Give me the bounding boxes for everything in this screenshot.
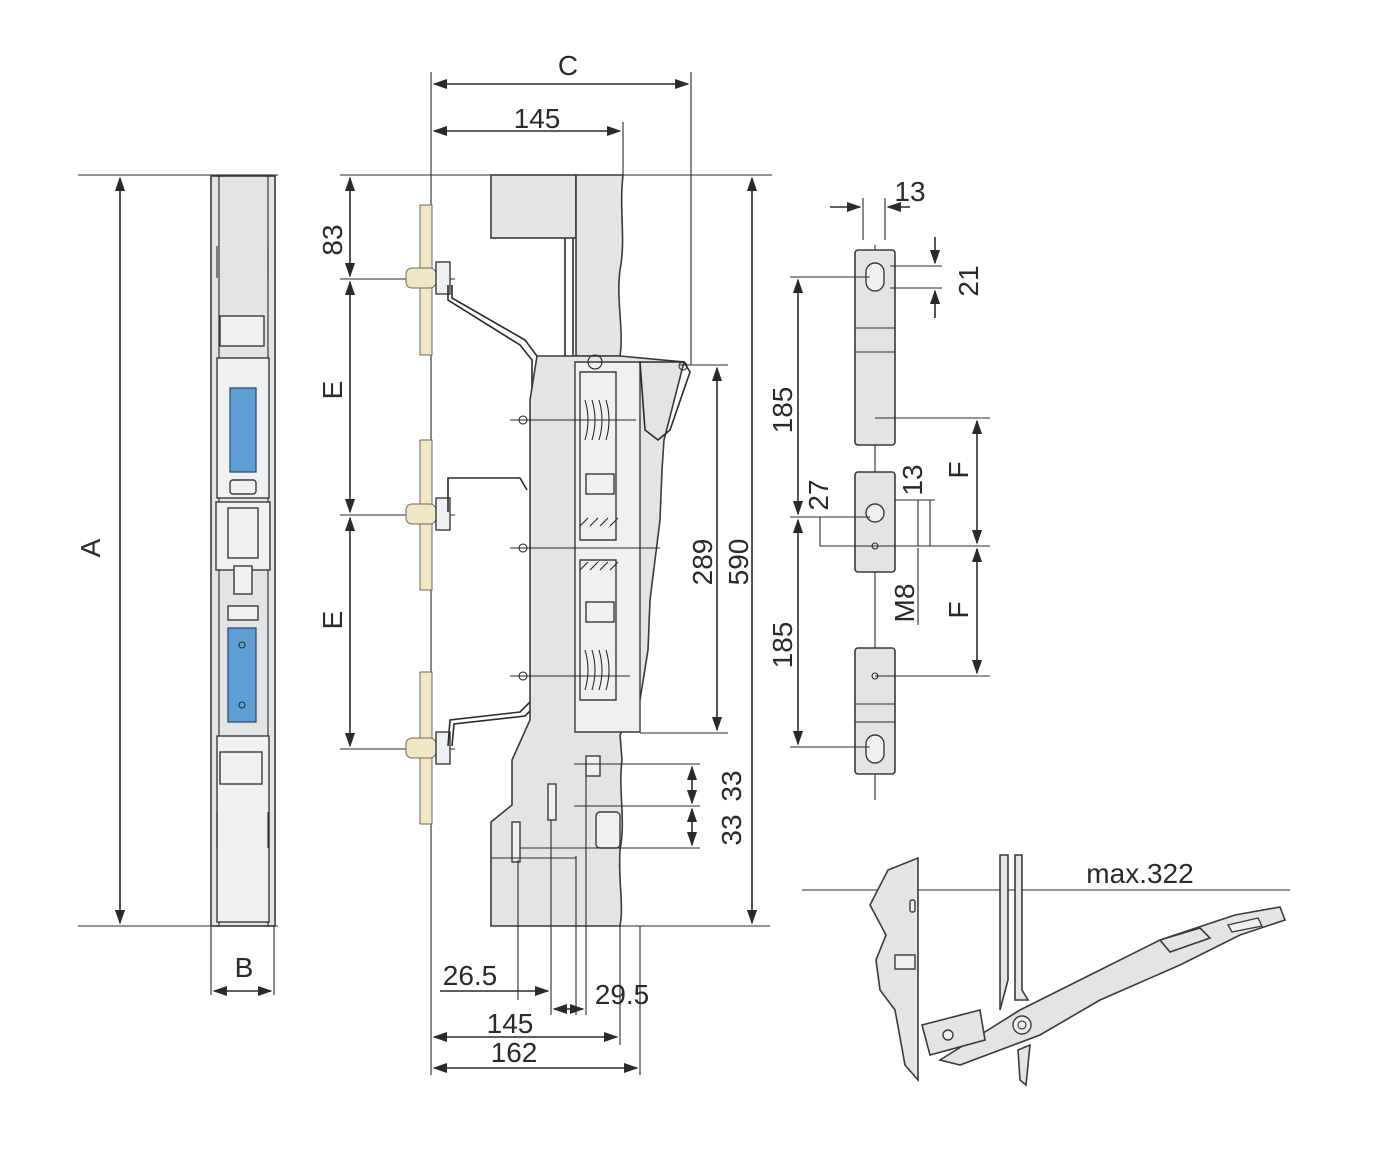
label-21: 21 xyxy=(953,265,984,296)
lower-mounting-plate xyxy=(854,647,896,775)
label-c: C xyxy=(558,50,578,81)
label-13-top: 13 xyxy=(894,176,925,207)
label-185-upper: 185 xyxy=(767,387,798,434)
top-cover-block xyxy=(490,174,577,239)
label-f-upper: F xyxy=(943,461,974,478)
label-29-5: 29.5 xyxy=(595,979,650,1010)
open-position-view: max.322 xyxy=(802,854,1290,1087)
lower-blue-window xyxy=(227,627,257,723)
label-max-322: max.322 xyxy=(1086,858,1193,889)
label-185-lower: 185 xyxy=(767,622,798,669)
label-33-upper: 33 xyxy=(716,770,747,801)
label-289: 289 xyxy=(687,539,718,586)
mounting-detail-view: 13 21 185 185 F F 27 xyxy=(767,176,990,800)
base-plate-profile xyxy=(869,856,919,1083)
label-e-lower: E xyxy=(317,611,348,630)
busbar-rails xyxy=(405,204,451,825)
label-145-bottom: 145 xyxy=(487,1008,534,1039)
label-m8: M8 xyxy=(889,584,920,623)
upper-blue-window xyxy=(229,387,257,473)
front-view: A B xyxy=(75,174,278,997)
label-a: A xyxy=(75,538,106,557)
label-162: 162 xyxy=(491,1037,538,1068)
label-145-top: 145 xyxy=(514,103,561,134)
label-27: 27 xyxy=(803,479,834,510)
label-33-lower: 33 xyxy=(716,814,747,845)
label-13-side: 13 xyxy=(897,464,928,495)
label-e-upper: E xyxy=(317,381,348,400)
label-590: 590 xyxy=(723,539,754,586)
side-view: C 145 83 E E xyxy=(317,50,772,1075)
label-f-lower: F xyxy=(943,601,974,618)
label-b: B xyxy=(235,952,254,983)
upper-mounting-plate xyxy=(854,249,896,446)
label-26-5: 26.5 xyxy=(443,960,498,991)
label-83: 83 xyxy=(317,224,348,255)
